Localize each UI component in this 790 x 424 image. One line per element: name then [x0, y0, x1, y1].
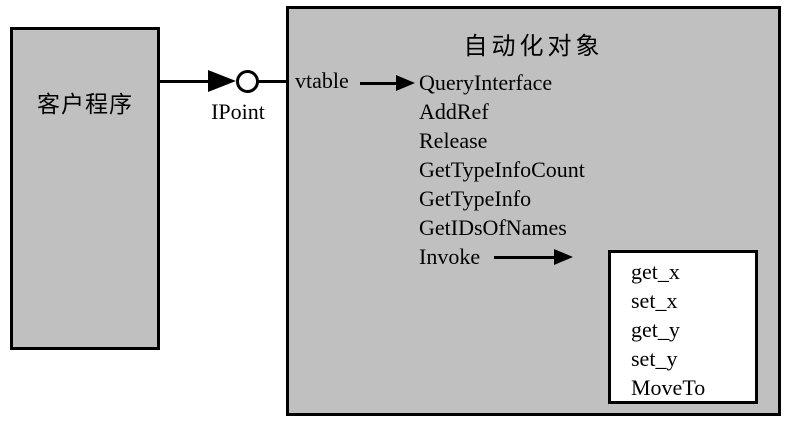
- invoke-arrowhead-icon: [554, 249, 573, 265]
- interface-lollipop-icon: [236, 70, 259, 93]
- vtable-method-item: Invoke: [419, 244, 481, 269]
- vtable-method-item: GetTypeInfo: [419, 186, 532, 211]
- dispatch-methods-list: get_x set_x get_y set_y MoveTo: [611, 253, 755, 402]
- vtable-method-item: Release: [419, 128, 488, 153]
- dispatch-method-item: get_x: [631, 259, 680, 284]
- interface-label: IPoint: [211, 99, 265, 124]
- right-arrowhead-icon: [208, 70, 236, 92]
- vtable-methods-list: QueryInterface AddRef Release GetTypeInf…: [419, 68, 585, 271]
- vtable-label: vtable: [295, 68, 349, 93]
- connector-line-right: [258, 80, 287, 83]
- dispatch-method-item: get_y: [631, 317, 680, 342]
- automation-object-box: 自动化对象 vtable QueryInterface AddRef Relea…: [286, 6, 781, 416]
- vtable-arrowhead-icon: [396, 75, 415, 91]
- dispatch-method-item: MoveTo: [631, 375, 706, 400]
- client-program-label: 客户程序: [37, 92, 133, 117]
- vtable-method-item: AddRef: [419, 99, 489, 124]
- dispatch-method-item: set_x: [631, 288, 678, 313]
- vtable-method-item: GetTypeInfoCount: [419, 157, 585, 182]
- vtable-arrow-line: [360, 82, 398, 85]
- dispatch-methods-box: get_x set_x get_y set_y MoveTo: [608, 250, 758, 404]
- invoke-arrow-line: [494, 256, 556, 259]
- vtable-method-item: QueryInterface: [419, 70, 553, 95]
- dispatch-method-item: set_y: [631, 346, 678, 371]
- automation-object-title: 自动化对象: [463, 34, 604, 60]
- client-program-box: 客户程序: [10, 27, 160, 350]
- vtable-method-item: GetIDsOfNames: [419, 215, 567, 240]
- connector-line-left: [160, 80, 210, 83]
